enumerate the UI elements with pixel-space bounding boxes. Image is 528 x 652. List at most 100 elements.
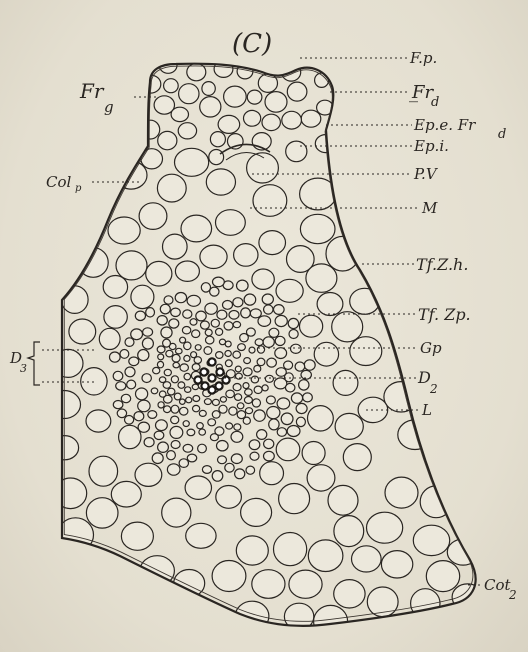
cell	[205, 303, 217, 314]
cell	[186, 397, 192, 403]
cell	[243, 417, 250, 424]
cell	[233, 322, 240, 328]
cell	[171, 405, 179, 413]
cell	[192, 364, 200, 371]
cell	[252, 399, 260, 407]
cell	[238, 344, 246, 351]
cell	[117, 409, 126, 418]
cell	[144, 438, 154, 447]
cell	[343, 444, 371, 471]
cell	[89, 456, 118, 486]
cell	[163, 339, 171, 347]
cell	[254, 386, 262, 393]
cell	[215, 427, 224, 435]
label-m: M	[421, 199, 438, 217]
cell	[332, 312, 363, 342]
cell	[269, 328, 279, 337]
cell	[141, 120, 160, 139]
cell	[296, 417, 305, 426]
cell	[286, 141, 307, 162]
cell	[108, 217, 140, 244]
cell	[187, 454, 196, 462]
cell	[281, 413, 293, 425]
cell	[350, 337, 382, 366]
cell	[174, 393, 181, 400]
xylem-cell	[208, 358, 215, 365]
cell	[185, 387, 191, 393]
cell	[163, 382, 171, 389]
label-pv: P.V	[413, 165, 439, 183]
cell	[197, 423, 204, 429]
cell	[413, 525, 449, 555]
label-epe: Ep.e. Fr	[413, 116, 476, 134]
cell	[139, 203, 167, 230]
cell	[157, 316, 167, 325]
cell	[381, 551, 412, 578]
cell	[247, 90, 262, 104]
cell	[218, 115, 240, 133]
cell	[307, 465, 335, 491]
cell	[164, 296, 173, 304]
cell	[301, 110, 321, 127]
cell	[178, 123, 196, 139]
cell	[236, 536, 268, 565]
cell	[296, 403, 307, 413]
cell	[174, 570, 205, 597]
cell	[81, 368, 107, 395]
cell	[166, 350, 173, 357]
cell	[257, 346, 264, 353]
cell	[217, 441, 229, 451]
cell	[185, 476, 211, 499]
cell	[116, 382, 126, 390]
cell	[277, 428, 286, 437]
cell	[217, 310, 227, 319]
cell	[158, 402, 164, 408]
cell	[158, 354, 164, 360]
cell	[233, 298, 243, 307]
cell	[276, 279, 303, 302]
cell	[241, 308, 251, 318]
cell	[224, 86, 247, 107]
cell	[426, 561, 459, 592]
cell	[178, 382, 185, 388]
cell	[158, 442, 169, 452]
cell	[184, 355, 190, 361]
cell	[111, 481, 141, 507]
xylem-cell	[201, 382, 208, 389]
cell	[156, 420, 168, 431]
xylem-cell	[215, 382, 222, 389]
cell	[225, 341, 231, 347]
cell	[121, 522, 153, 550]
cell	[171, 416, 179, 424]
cell	[206, 336, 214, 344]
cell	[285, 373, 294, 382]
cell	[204, 399, 211, 405]
cell	[214, 61, 233, 78]
cell	[333, 370, 358, 395]
cell	[218, 456, 227, 464]
xylem-cell	[216, 368, 223, 375]
cell	[308, 406, 334, 431]
label-frd-sub: d	[431, 95, 439, 110]
cell	[134, 412, 144, 421]
cell	[264, 439, 274, 448]
cell	[176, 348, 183, 354]
cell	[190, 319, 197, 325]
cell	[211, 319, 219, 327]
cell	[157, 361, 163, 367]
cell	[138, 400, 150, 412]
cell	[99, 328, 120, 349]
cell	[287, 82, 307, 101]
cell	[384, 382, 418, 412]
cell	[229, 407, 237, 415]
cell	[167, 464, 180, 475]
cell	[326, 236, 359, 271]
cell	[235, 601, 269, 631]
cell	[157, 346, 165, 353]
cell	[160, 304, 170, 314]
cell	[287, 426, 300, 437]
label-frg-sub: g	[104, 98, 114, 116]
cell	[110, 352, 121, 362]
cell	[244, 294, 256, 305]
cell	[267, 407, 280, 419]
